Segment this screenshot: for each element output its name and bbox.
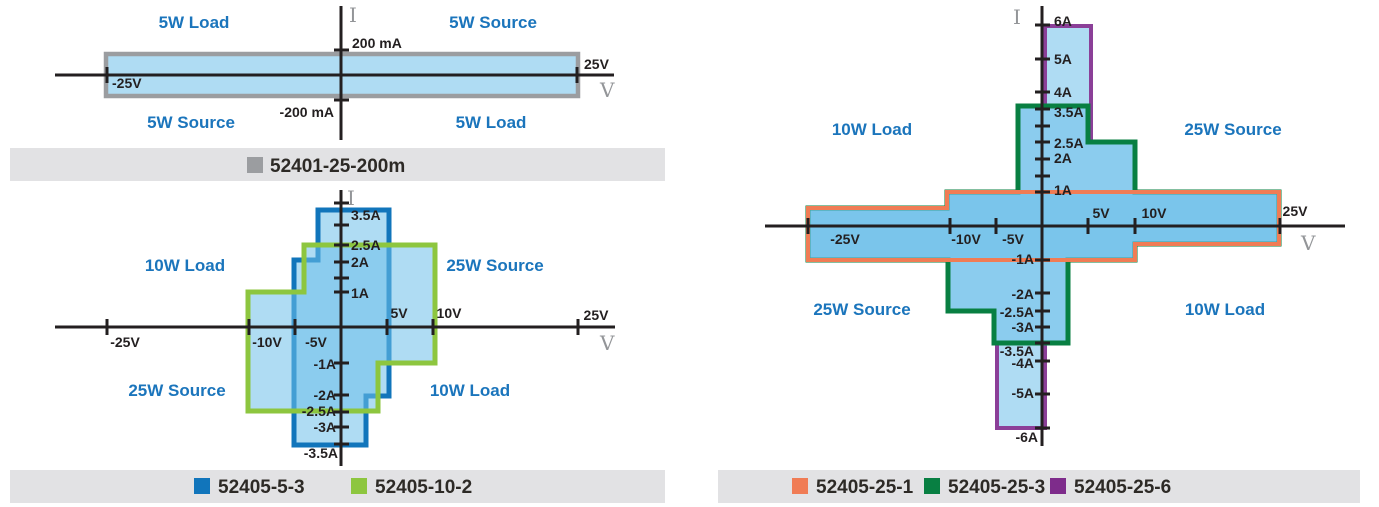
legend-label: 52405-25-1 xyxy=(816,477,914,498)
tick-label-2_5a: 2.5A xyxy=(351,237,381,253)
tick-label--6a: -6A xyxy=(1015,429,1038,445)
tick-label--1a: -1A xyxy=(313,356,336,372)
v-axis-label: V xyxy=(1300,231,1316,255)
legend-swatch-orange xyxy=(792,478,808,494)
tick-label-1a: 1A xyxy=(1054,182,1072,198)
chart-52401-25-200m: I V 200 mA -200 mA 25V -25V 5W Load 5W S… xyxy=(55,3,615,140)
tick-label-2_5a: 2.5A xyxy=(1054,135,1084,151)
tick-label--25v: -25V xyxy=(112,75,142,91)
v-axis-label: V xyxy=(599,331,615,355)
tick-label-5a: 5A xyxy=(1054,51,1072,67)
tick-label--3_5a: -3.5A xyxy=(304,445,338,461)
quadrant-label-top-right: 25W Source xyxy=(446,256,543,275)
v-axis-label: V xyxy=(599,78,615,102)
legend-bar xyxy=(10,148,665,181)
tick-label-3_5a: 3.5A xyxy=(351,207,381,223)
tick-label-2a: 2A xyxy=(351,254,369,270)
tick-label--2_5a: -2.5A xyxy=(302,403,336,419)
tick-label--200ma: -200 mA xyxy=(280,104,334,120)
legend-bar xyxy=(718,470,1360,503)
quadrant-label-bottom-left: 25W Source xyxy=(813,300,910,319)
tick-label--5v: -5V xyxy=(1002,231,1024,247)
legend-label: 52405-5-3 xyxy=(218,477,305,498)
tick-label--5a: -5A xyxy=(1011,385,1034,401)
tick-label-2a: 2A xyxy=(1054,150,1072,166)
tick-label-1a: 1A xyxy=(351,285,369,301)
quadrant-label-bottom-right: 10W Load xyxy=(1185,300,1265,319)
tick-label-10v: 10V xyxy=(1142,205,1168,221)
legend-52405-25: 52405-25-1 52405-25-3 52405-25-6 xyxy=(718,470,1360,503)
tick-label--3a: -3A xyxy=(313,419,336,435)
tick-label-3_5a: 3.5A xyxy=(1054,104,1084,120)
quadrant-label-bottom-left: 25W Source xyxy=(128,381,225,400)
quadrant-label-top-right: 5W Source xyxy=(449,13,537,32)
quadrant-label-top-left: 10W Load xyxy=(145,256,225,275)
legend-swatch-dark-green xyxy=(924,478,940,494)
i-axis-label: I xyxy=(347,186,355,210)
tick-label--10v: -10V xyxy=(252,334,282,350)
quadrant-label-bottom-right: 10W Load xyxy=(430,381,510,400)
tick-label-25v: 25V xyxy=(1283,203,1309,219)
legend-bar xyxy=(10,470,665,503)
tick-label-5v: 5V xyxy=(390,305,408,321)
legend-52401: 52401-25-200m xyxy=(10,148,665,181)
chart-52405-5-and-10: I V 3.5A 2.5A 2A 1A -1A -2A -2.5A -3A -3… xyxy=(55,186,615,466)
legend-swatch-blue xyxy=(194,478,210,494)
tick-label-25v: 25V xyxy=(584,56,610,72)
chart-52405-25: I V 6A 5A 4A 3.5A 2.5A 2A 1A -1A -2A -2.… xyxy=(765,5,1345,446)
tick-label--25v: -25V xyxy=(110,334,140,350)
quadrant-label-top-left: 5W Load xyxy=(159,13,230,32)
i-axis-label: I xyxy=(1013,5,1021,29)
tick-label--3a: -3A xyxy=(1011,319,1034,335)
legend-label: 52405-10-2 xyxy=(375,477,472,498)
tick-label-25v: 25V xyxy=(584,307,610,323)
tick-label-4a: 4A xyxy=(1054,84,1072,100)
tick-label--2_5a: -2.5A xyxy=(1000,304,1034,320)
tick-label--4a: -4A xyxy=(1011,355,1034,371)
tick-label-200ma: 200 mA xyxy=(352,35,402,51)
tick-label--2a: -2A xyxy=(1011,286,1034,302)
quadrant-label-bottom-left: 5W Source xyxy=(147,113,235,132)
tick-label--10v: -10V xyxy=(951,231,981,247)
tick-label--2a: -2A xyxy=(313,387,336,403)
tick-label-5v: 5V xyxy=(1092,205,1110,221)
tick-label-6a: 6A xyxy=(1054,13,1072,29)
quadrant-label-top-left: 10W Load xyxy=(832,120,912,139)
legend-52405-left: 52405-5-3 52405-10-2 xyxy=(10,470,665,503)
legend-label: 52401-25-200m xyxy=(270,156,405,177)
tick-label-10v: 10V xyxy=(437,305,463,321)
legend-label: 52405-25-6 xyxy=(1074,477,1171,498)
legend-swatch-light-green xyxy=(351,478,367,494)
tick-label--1a: -1A xyxy=(1011,251,1034,267)
legend-swatch-purple xyxy=(1050,478,1066,494)
i-axis-label: I xyxy=(349,3,357,27)
legend-swatch-gray xyxy=(247,157,263,173)
tick-label--5v: -5V xyxy=(305,334,327,350)
quadrant-label-top-right: 25W Source xyxy=(1184,120,1281,139)
tick-label--3_5a: -3.5A xyxy=(1000,343,1034,359)
quadrant-label-bottom-right: 5W Load xyxy=(456,113,527,132)
tick-label--25v: -25V xyxy=(830,231,860,247)
legend-label: 52405-25-3 xyxy=(948,477,1045,498)
